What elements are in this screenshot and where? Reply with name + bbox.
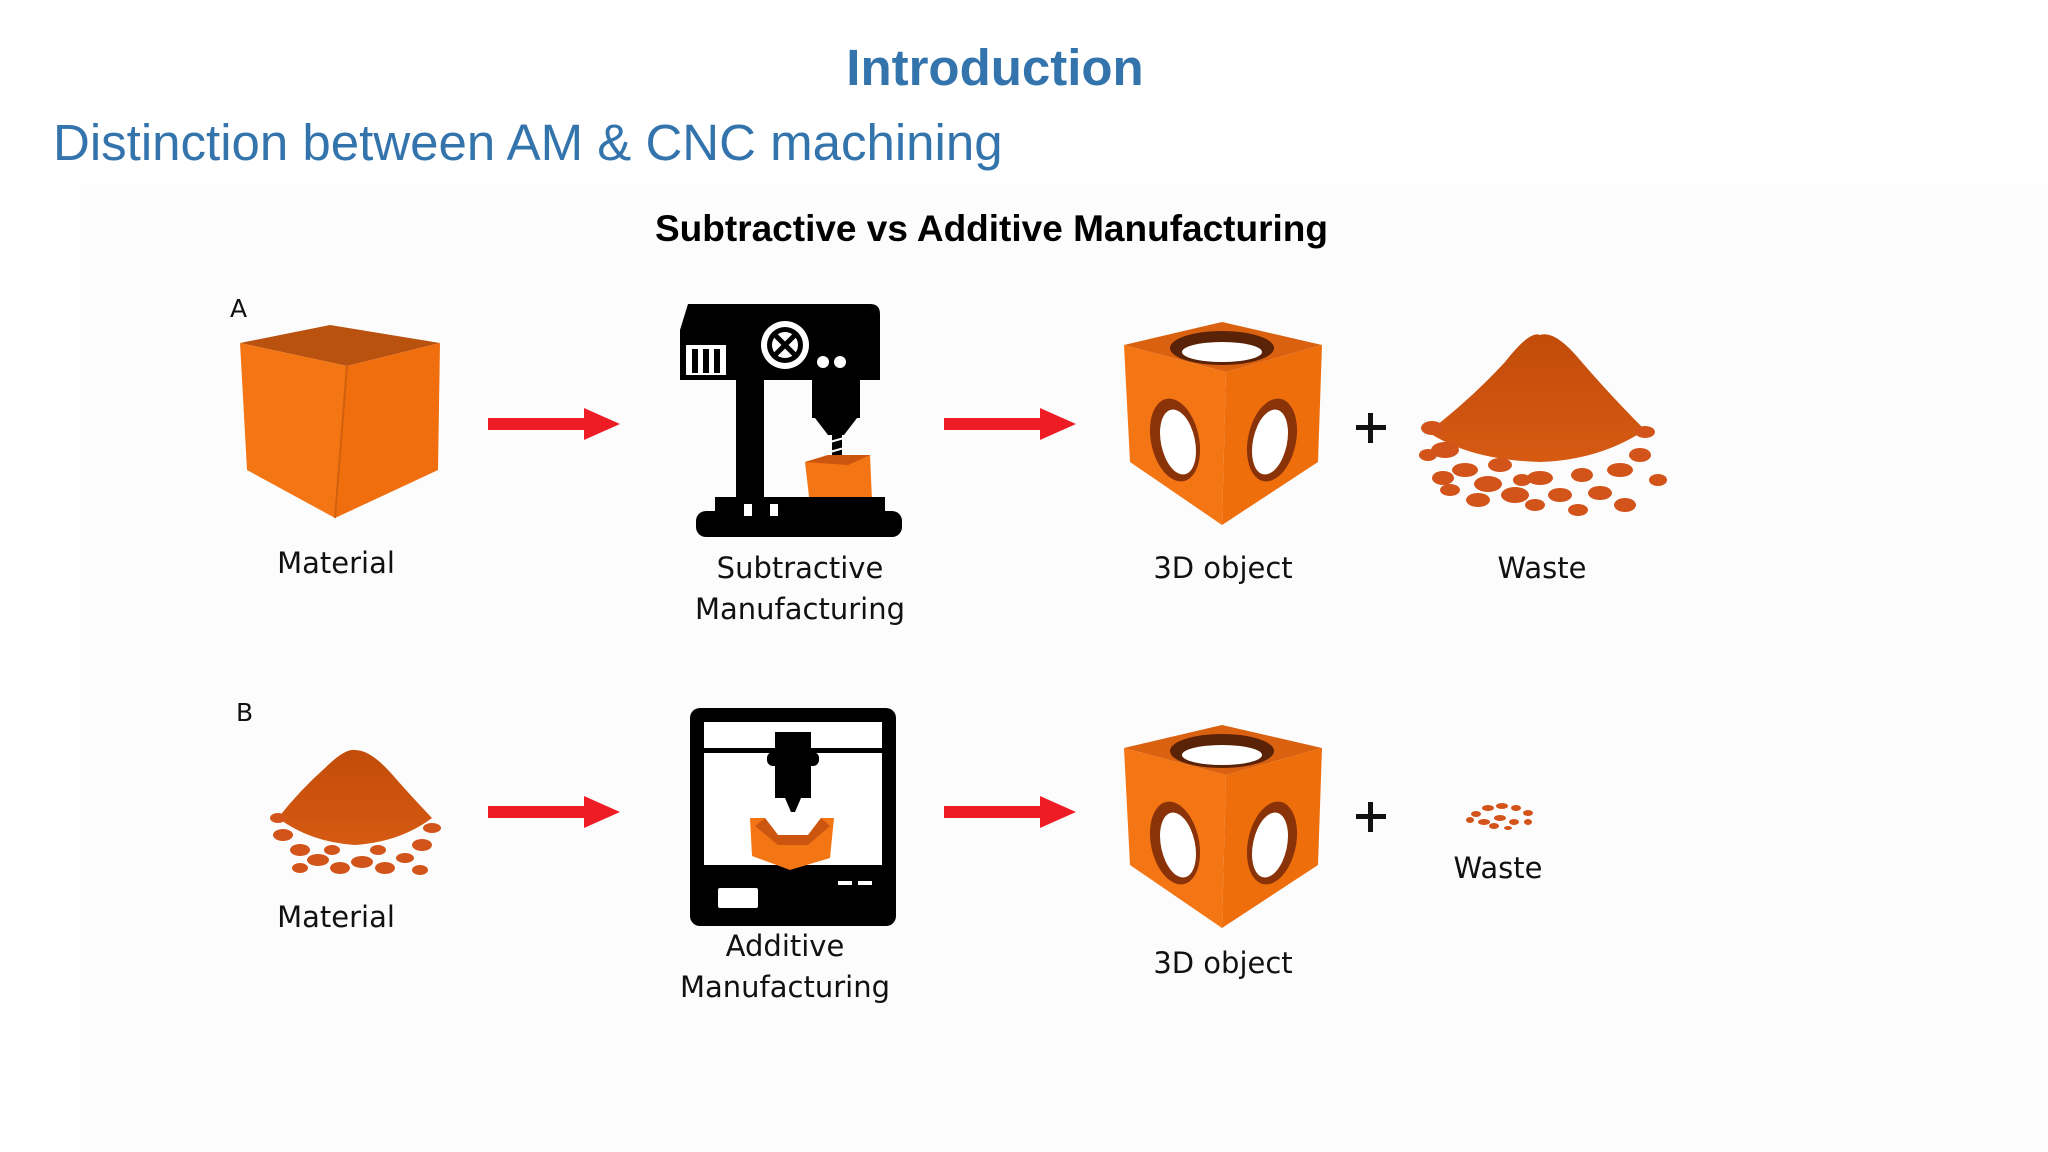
plus-icon <box>1356 802 1386 832</box>
row-a-process-label-line2: Manufacturing <box>695 592 905 626</box>
row-b-process-label-line2: Manufacturing <box>680 970 890 1004</box>
row-b-material-label: Material <box>277 900 395 934</box>
waste-pile-small-icon <box>1466 803 1533 830</box>
row-a-material-label: Material <box>277 546 395 580</box>
row-a-process-label-line1: Subtractive <box>716 551 884 585</box>
slide-title: Introduction <box>846 39 1144 96</box>
arrow-right-icon <box>488 408 620 440</box>
row-a-waste-label: Waste <box>1497 551 1587 585</box>
waste-pile-large-icon <box>1419 334 1667 516</box>
slide-subtitle: Distinction between AM & CNC machining <box>53 114 1003 171</box>
powder-pile-icon <box>270 749 441 875</box>
arrow-right-icon <box>488 796 620 828</box>
row-b-process-label-line1: Additive <box>725 929 845 963</box>
arrow-right-icon <box>944 408 1076 440</box>
material-cube-icon <box>240 325 440 519</box>
hollow-cube-icon <box>1124 322 1322 525</box>
row-b-object-label: 3D object <box>1153 946 1293 980</box>
figure-title: Subtractive vs Additive Manufacturing <box>655 208 1328 249</box>
cnc-mill-icon <box>680 304 902 537</box>
panel-letter-b: B <box>236 698 254 727</box>
hollow-cube-icon <box>1124 725 1322 928</box>
row-a-object-label: 3D object <box>1153 551 1293 585</box>
3d-printer-icon <box>690 708 896 926</box>
panel-letter-a: A <box>230 294 248 323</box>
plus-icon <box>1356 413 1386 443</box>
row-b-waste-label: Waste <box>1453 851 1543 885</box>
arrow-right-icon <box>944 796 1076 828</box>
